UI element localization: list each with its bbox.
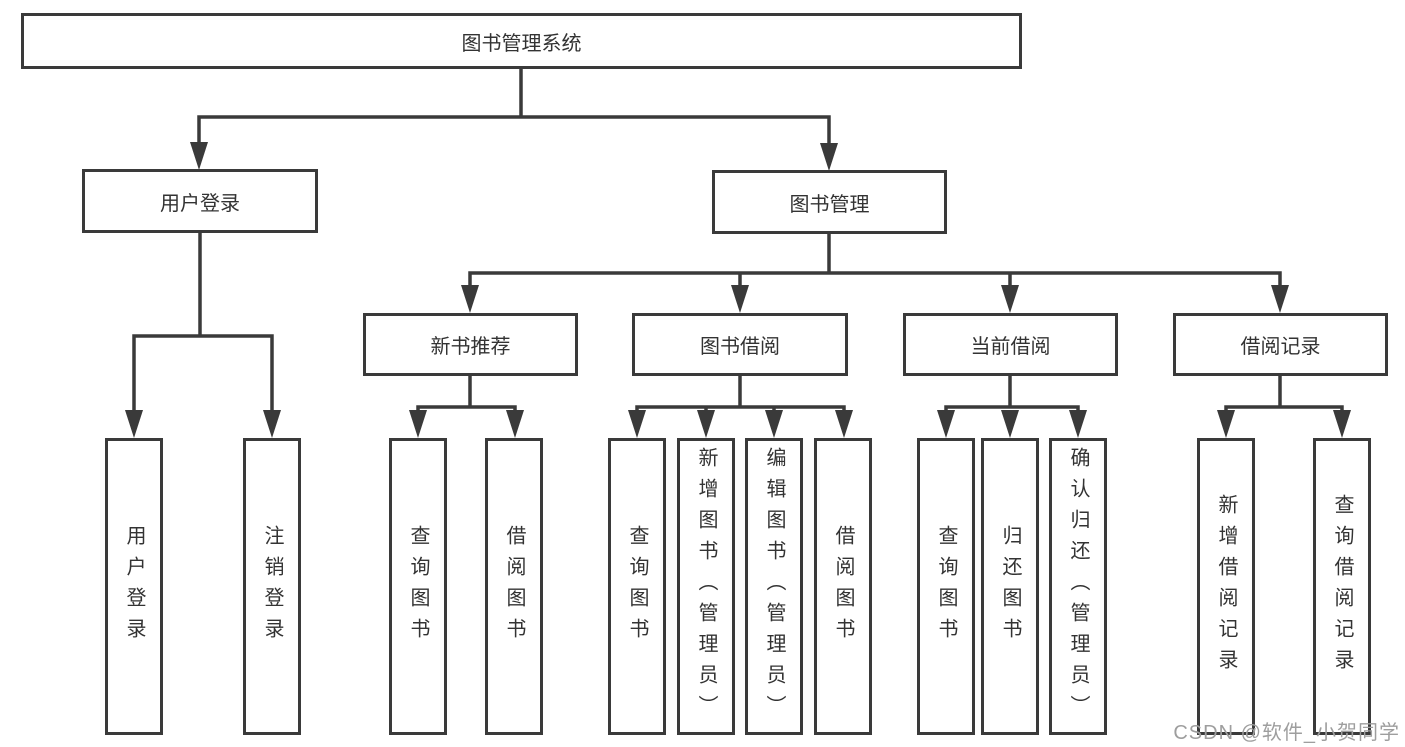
leaf-add-borrowing-record: 新增借阅记录 xyxy=(1197,438,1255,735)
connector-user-login-to-leaves xyxy=(125,231,281,438)
leaf-logout-login: 注销登录 xyxy=(243,438,301,735)
csdn-watermark: CSDN @软件_小贺同学 xyxy=(1173,722,1400,744)
connector-borrowing-records-to-leaves xyxy=(1217,374,1351,438)
leaf-query-borrowing-record: 查询借阅记录 xyxy=(1313,438,1371,735)
node-new-book-recommend: 新书推荐 xyxy=(363,313,578,376)
connector-current-borrowing-to-leaves xyxy=(937,374,1087,438)
node-borrowing-records: 借阅记录 xyxy=(1173,313,1388,376)
leaf-add-books-admin: 新增图书（管理员） xyxy=(677,438,735,735)
node-library-management-system: 图书管理系统 xyxy=(21,13,1022,69)
leaf-query-books-recommend: 查询图书 xyxy=(389,438,447,735)
connector-new-book-recommend-to-leaves xyxy=(409,374,524,438)
leaf-user-login: 用户登录 xyxy=(105,438,163,735)
leaf-return-books: 归还图书 xyxy=(981,438,1039,735)
leaf-edit-books-admin: 编辑图书（管理员） xyxy=(745,438,803,735)
connector-book-borrowing-to-leaves xyxy=(628,374,853,438)
node-user-login: 用户登录 xyxy=(82,169,318,233)
node-book-management: 图书管理 xyxy=(712,170,947,234)
connector-root-to-level2 xyxy=(190,67,838,171)
leaf-query-books-borrowing: 查询图书 xyxy=(608,438,666,735)
node-current-borrowing: 当前借阅 xyxy=(903,313,1118,376)
leaf-borrow-books-borrowing: 借阅图书 xyxy=(814,438,872,735)
leaf-confirm-return-admin: 确认归还（管理员） xyxy=(1049,438,1107,735)
leaf-query-books-current: 查询图书 xyxy=(917,438,975,735)
connector-book-management-to-level3 xyxy=(461,232,1289,313)
node-book-borrowing: 图书借阅 xyxy=(632,313,848,376)
leaf-borrow-books-recommend: 借阅图书 xyxy=(485,438,543,735)
